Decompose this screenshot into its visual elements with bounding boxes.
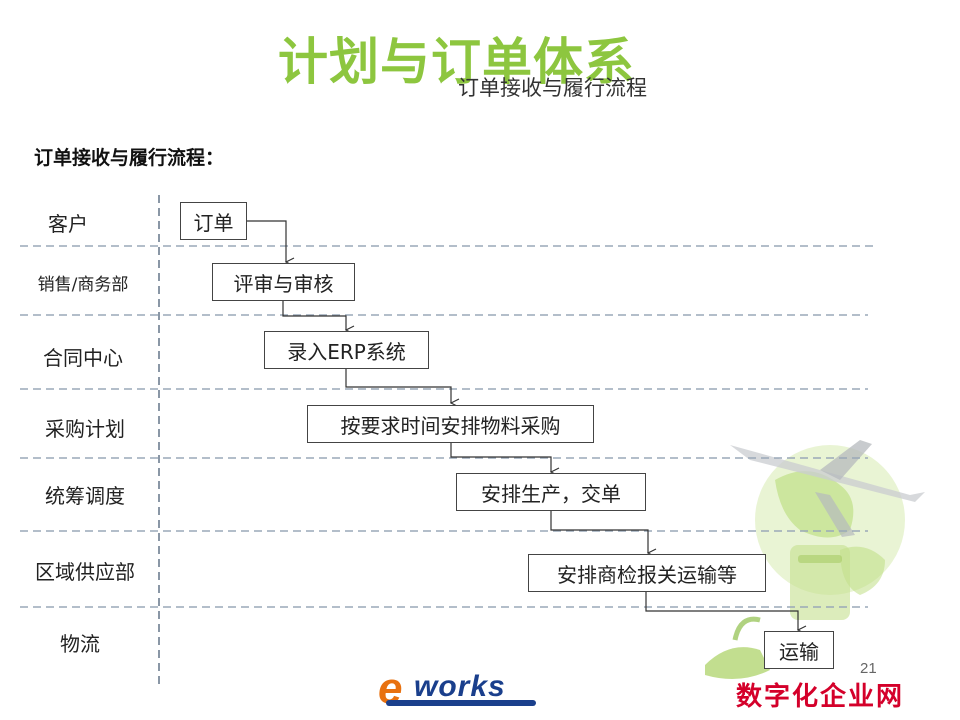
logo-swoosh <box>386 700 536 706</box>
eworks-logo: e works <box>378 660 548 713</box>
lane-label-contract-center: 合同中心 <box>43 346 123 370</box>
lane-label-dispatch: 统筹调度 <box>45 484 125 508</box>
step-order: 订单 <box>180 202 247 240</box>
page-title: 计划与订单体系 <box>278 33 635 91</box>
step-review-approval: 评审与审核 <box>212 263 355 301</box>
lane-label-procurement-plan: 采购计划 <box>45 417 125 441</box>
flow-connector <box>450 443 551 472</box>
logo-letter-e: e <box>378 664 403 713</box>
lane-label-customer: 客户 <box>48 212 88 236</box>
lane-label-regional-supply: 区域供应部 <box>35 560 135 584</box>
lane-label-logistics: 物流 <box>60 632 100 656</box>
page-subtitle: 订单接收与履行流程 <box>458 76 647 100</box>
step-erp-entry: 录入ERP系统 <box>264 331 429 369</box>
brand-watermark: 数字化企业网 <box>736 682 905 712</box>
flow-connector <box>645 592 798 630</box>
section-heading: 订单接收与履行流程： <box>34 147 225 169</box>
step-transport: 运输 <box>764 631 834 669</box>
flow-connector <box>246 220 286 262</box>
flow-connector <box>282 301 346 330</box>
logo-word-works: works <box>414 670 506 703</box>
lane-label-sales: 销售/商务部 <box>37 275 129 295</box>
flow-connector <box>345 368 451 403</box>
step-inspection-customs: 安排商检报关运输等 <box>528 554 766 592</box>
page-number: 21 <box>860 660 877 677</box>
flow-connector <box>550 511 648 553</box>
step-production-scheduling: 安排生产，交单 <box>456 473 646 511</box>
step-material-procurement: 按要求时间安排物料采购 <box>307 405 594 443</box>
globe-airplane-illustration <box>705 440 925 679</box>
